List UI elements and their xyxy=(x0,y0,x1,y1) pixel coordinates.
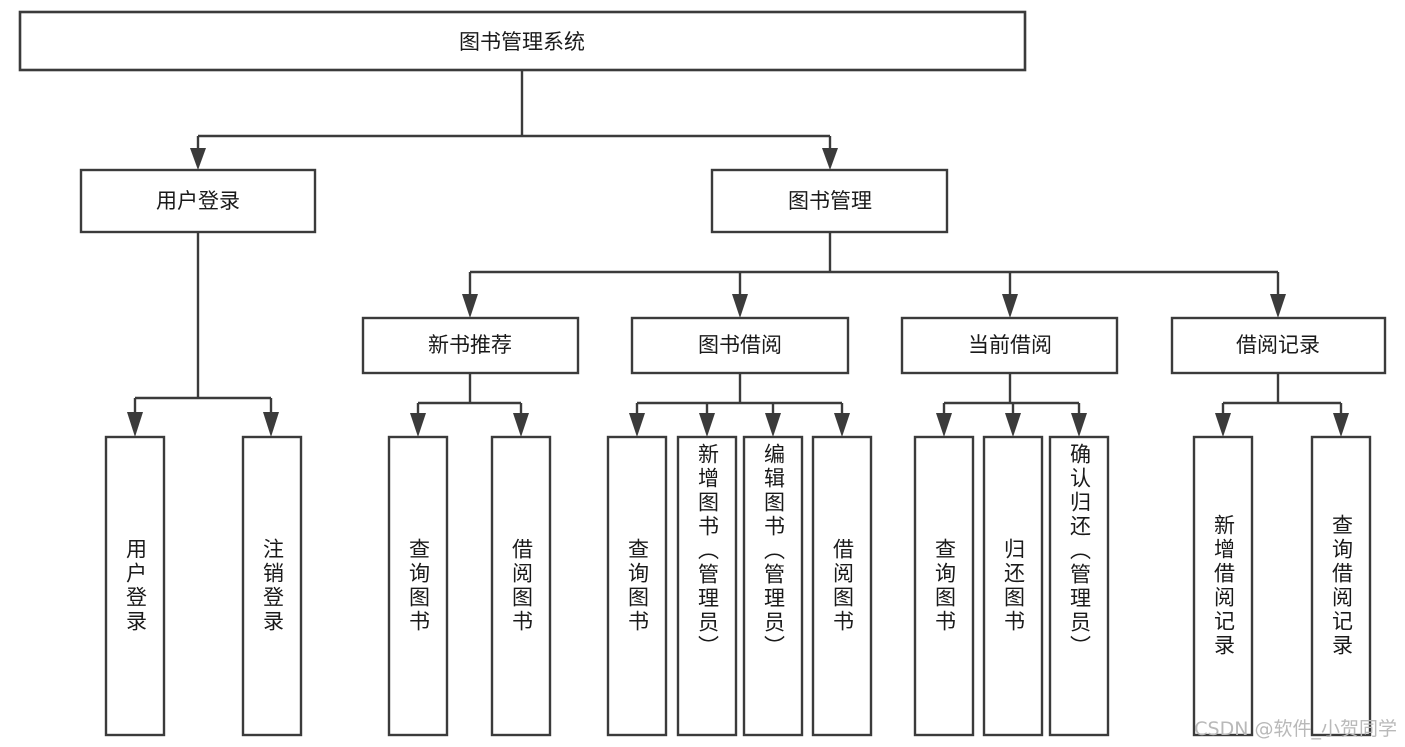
node-borrow-record-box[interactable] xyxy=(1170,316,1387,375)
node-borrow-record-label: 借阅记录 xyxy=(1236,333,1320,357)
node-leaf-query-book-1[interactable]: 查询图书 xyxy=(389,437,447,735)
arrow-head-icon xyxy=(834,413,850,437)
node-leaf-borrow-book-1[interactable]: 借阅图书 xyxy=(492,437,550,735)
node-leaf-query-book-3-label: 查询图书 xyxy=(932,538,957,634)
arrow-head-icon xyxy=(629,413,645,437)
node-current-borrow-box[interactable] xyxy=(900,316,1119,375)
node-leaf-query-book-2[interactable]: 查询图书 xyxy=(608,437,666,735)
node-leaf-user-login-box[interactable] xyxy=(104,435,166,737)
node-current-borrow[interactable]: 当前借阅 xyxy=(900,316,1119,375)
node-root-box[interactable] xyxy=(18,10,1027,72)
csdn-watermark: CSDN @软件_小贺同学 xyxy=(1194,718,1397,740)
arrow-head-icon xyxy=(1005,413,1021,437)
node-leaf-add-book[interactable]: 新增图书（管理员） xyxy=(678,437,736,735)
node-leaf-borrow-book-2-label: 借阅图书 xyxy=(830,538,855,634)
arrow-head-icon xyxy=(127,412,143,437)
node-user-login-label: 用户登录 xyxy=(156,189,240,213)
node-root[interactable]: 图书管理系统 xyxy=(18,10,1027,72)
node-leaf-return-book-box[interactable] xyxy=(982,435,1044,737)
node-leaf-add-book-box[interactable] xyxy=(676,435,738,737)
arrow-head-icon xyxy=(410,413,426,437)
node-new-book-rec-label: 新书推荐 xyxy=(428,333,512,357)
arrow-head-icon xyxy=(1002,294,1018,318)
connector-borrowrecord-to-leaves xyxy=(1215,373,1349,437)
node-user-login-box[interactable] xyxy=(79,168,317,234)
node-leaf-query-book-3[interactable]: 查询图书 xyxy=(915,437,973,735)
node-leaf-query-book-1-box[interactable] xyxy=(387,435,449,737)
arrow-head-icon xyxy=(1270,294,1286,318)
arrow-head-icon xyxy=(936,413,952,437)
node-leaf-add-book-label: 新增图书（管理员） xyxy=(695,443,720,659)
node-leaf-query-record[interactable]: 查询借阅记录 xyxy=(1312,437,1370,735)
arrow-head-icon xyxy=(765,413,781,437)
connector-bookborrow-to-leaves xyxy=(629,373,850,437)
node-leaf-confirm-return[interactable]: 确认归还（管理员） xyxy=(1050,437,1108,735)
connector-newbook-to-leaves xyxy=(410,373,529,437)
node-book-manage[interactable]: 图书管理 xyxy=(710,168,949,234)
connector-currentborrow-to-leaves xyxy=(936,373,1087,437)
node-leaf-query-book-3-box[interactable] xyxy=(913,435,975,737)
node-new-book-rec[interactable]: 新书推荐 xyxy=(361,316,580,375)
node-leaf-edit-book-label: 编辑图书（管理员） xyxy=(761,443,786,659)
node-leaf-user-login[interactable]: 用户登录 xyxy=(106,437,164,735)
node-leaf-query-record-box[interactable] xyxy=(1310,435,1372,737)
node-book-borrow-box[interactable] xyxy=(630,316,850,375)
arrow-head-icon xyxy=(190,148,206,170)
node-leaf-query-book-1-label: 查询图书 xyxy=(406,538,431,634)
node-leaf-confirm-return-label: 确认归还（管理员） xyxy=(1067,443,1092,659)
connector-root-to-level2 xyxy=(190,70,838,170)
arrow-head-icon xyxy=(699,413,715,437)
arrow-head-icon xyxy=(263,412,279,437)
node-current-borrow-label: 当前借阅 xyxy=(968,333,1052,357)
arrow-head-icon xyxy=(1071,413,1087,437)
node-leaf-return-book[interactable]: 归还图书 xyxy=(984,437,1042,735)
node-leaf-confirm-return-box[interactable] xyxy=(1048,435,1110,737)
arrow-head-icon xyxy=(462,294,478,318)
node-book-borrow[interactable]: 图书借阅 xyxy=(630,316,850,375)
node-leaf-borrow-book-1-label: 借阅图书 xyxy=(509,538,534,634)
node-leaf-add-record-label: 新增借阅记录 xyxy=(1211,514,1236,658)
node-leaf-borrow-book-1-box[interactable] xyxy=(490,435,552,737)
node-leaf-query-book-2-label: 查询图书 xyxy=(625,538,650,634)
node-book-borrow-label: 图书借阅 xyxy=(698,333,782,357)
node-leaf-add-record-box[interactable] xyxy=(1192,435,1254,737)
arrow-head-icon xyxy=(822,148,838,170)
node-leaf-query-book-2-box[interactable] xyxy=(606,435,668,737)
connector-userlogin-to-leaves xyxy=(127,232,279,437)
node-leaf-logout-login-box[interactable] xyxy=(241,435,303,737)
connector-booksys-to-level3 xyxy=(462,232,1286,318)
node-book-manage-label: 图书管理 xyxy=(788,189,872,213)
node-leaf-edit-book-box[interactable] xyxy=(742,435,804,737)
node-leaf-edit-book[interactable]: 编辑图书（管理员） xyxy=(744,437,802,735)
node-leaf-add-record[interactable]: 新增借阅记录 xyxy=(1194,437,1252,735)
node-leaf-borrow-book-2[interactable]: 借阅图书 xyxy=(813,437,871,735)
node-new-book-rec-box[interactable] xyxy=(361,316,580,375)
arrow-head-icon xyxy=(1333,413,1349,437)
node-book-manage-box[interactable] xyxy=(710,168,949,234)
node-user-login[interactable]: 用户登录 xyxy=(79,168,317,234)
arrow-head-icon xyxy=(732,294,748,318)
node-borrow-record[interactable]: 借阅记录 xyxy=(1170,316,1387,375)
node-leaf-logout-login[interactable]: 注销登录 xyxy=(243,437,301,735)
node-leaf-query-record-label: 查询借阅记录 xyxy=(1329,514,1354,658)
node-leaf-return-book-label: 归还图书 xyxy=(1001,538,1026,634)
node-leaf-borrow-book-2-box[interactable] xyxy=(811,435,873,737)
node-leaf-user-login-label: 用户登录 xyxy=(123,538,148,634)
node-root-label: 图书管理系统 xyxy=(459,30,585,54)
arrow-head-icon xyxy=(513,413,529,437)
node-leaf-logout-login-label: 注销登录 xyxy=(260,538,285,634)
arrow-head-icon xyxy=(1215,413,1231,437)
